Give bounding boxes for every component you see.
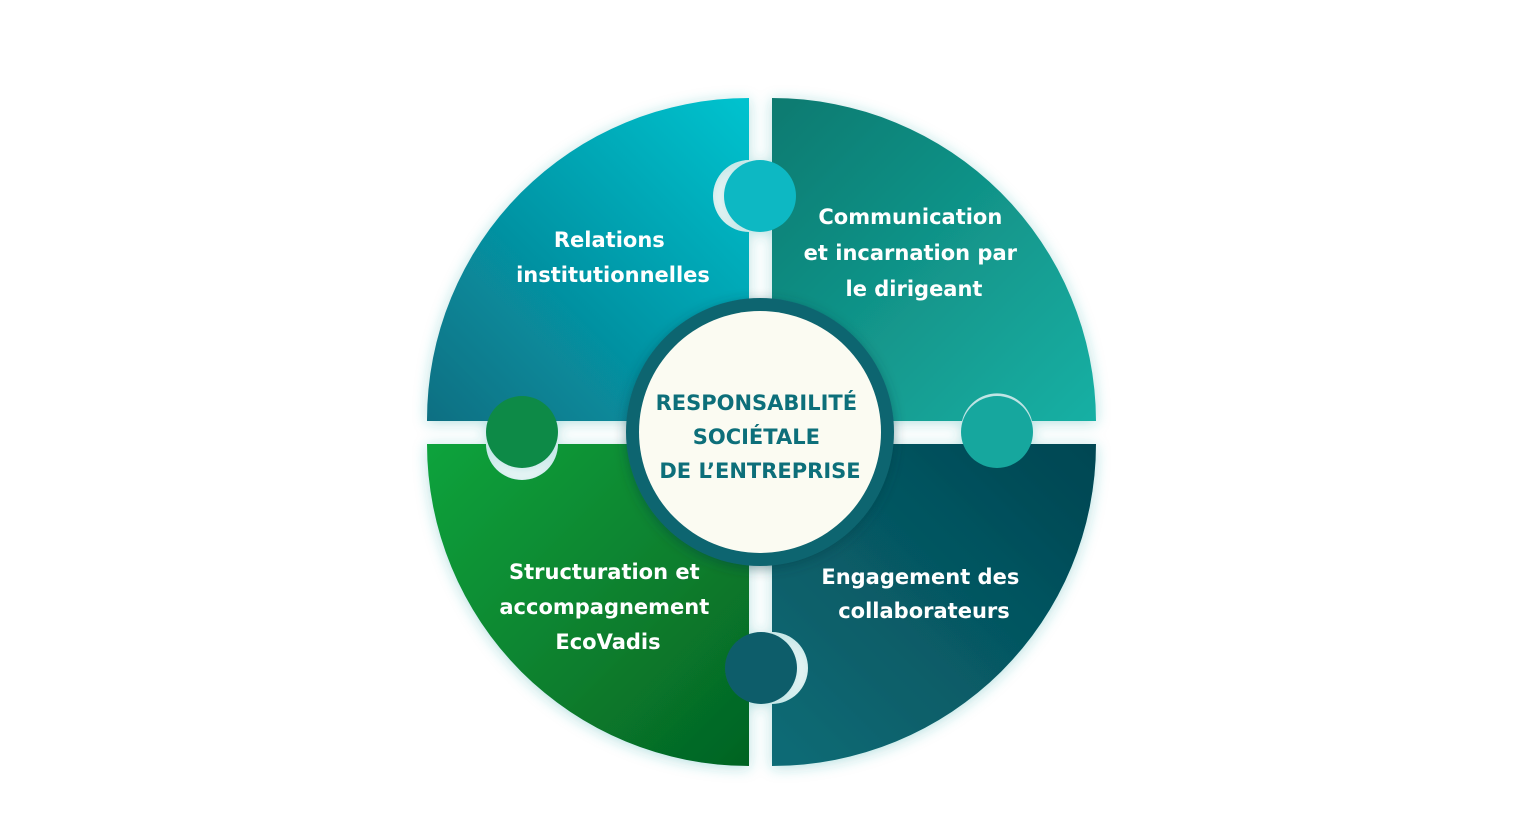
puzzle-knob-right (961, 396, 1033, 468)
center-line: RESPONSABILITÉ (656, 390, 858, 415)
label-line: institutionnelles (516, 263, 710, 287)
label-communication: Communication et incarnation par le diri… (804, 205, 1025, 301)
center-disc (639, 311, 881, 553)
center-line: DE L’ENTREPRISE (659, 459, 860, 483)
label-line: et incarnation par (804, 241, 1018, 265)
label-line: Engagement des (821, 565, 1019, 589)
puzzle-knob-left (486, 396, 558, 468)
label-line: EcoVadis (555, 630, 660, 654)
label-line: Structuration et (509, 560, 700, 584)
label-line: accompagnement (499, 595, 709, 619)
center-line: SOCIÉTALE (693, 424, 820, 449)
label-structuration: Structuration et accompagnement EcoVadis (499, 560, 716, 654)
center-title: RESPONSABILITÉ SOCIÉTALE DE L’ENTREPRISE (656, 390, 865, 483)
label-line: Communication (818, 205, 1002, 229)
label-relations-institutionnelles: Relations institutionnelles (516, 228, 710, 287)
label-engagement: Engagement des collaborateurs (821, 565, 1026, 623)
label-line: collaborateurs (838, 599, 1010, 623)
puzzle-knob-top (724, 160, 796, 232)
label-line: le dirigeant (846, 277, 983, 301)
label-line: Relations (554, 228, 665, 252)
puzzle-knob-bottom (725, 632, 797, 704)
